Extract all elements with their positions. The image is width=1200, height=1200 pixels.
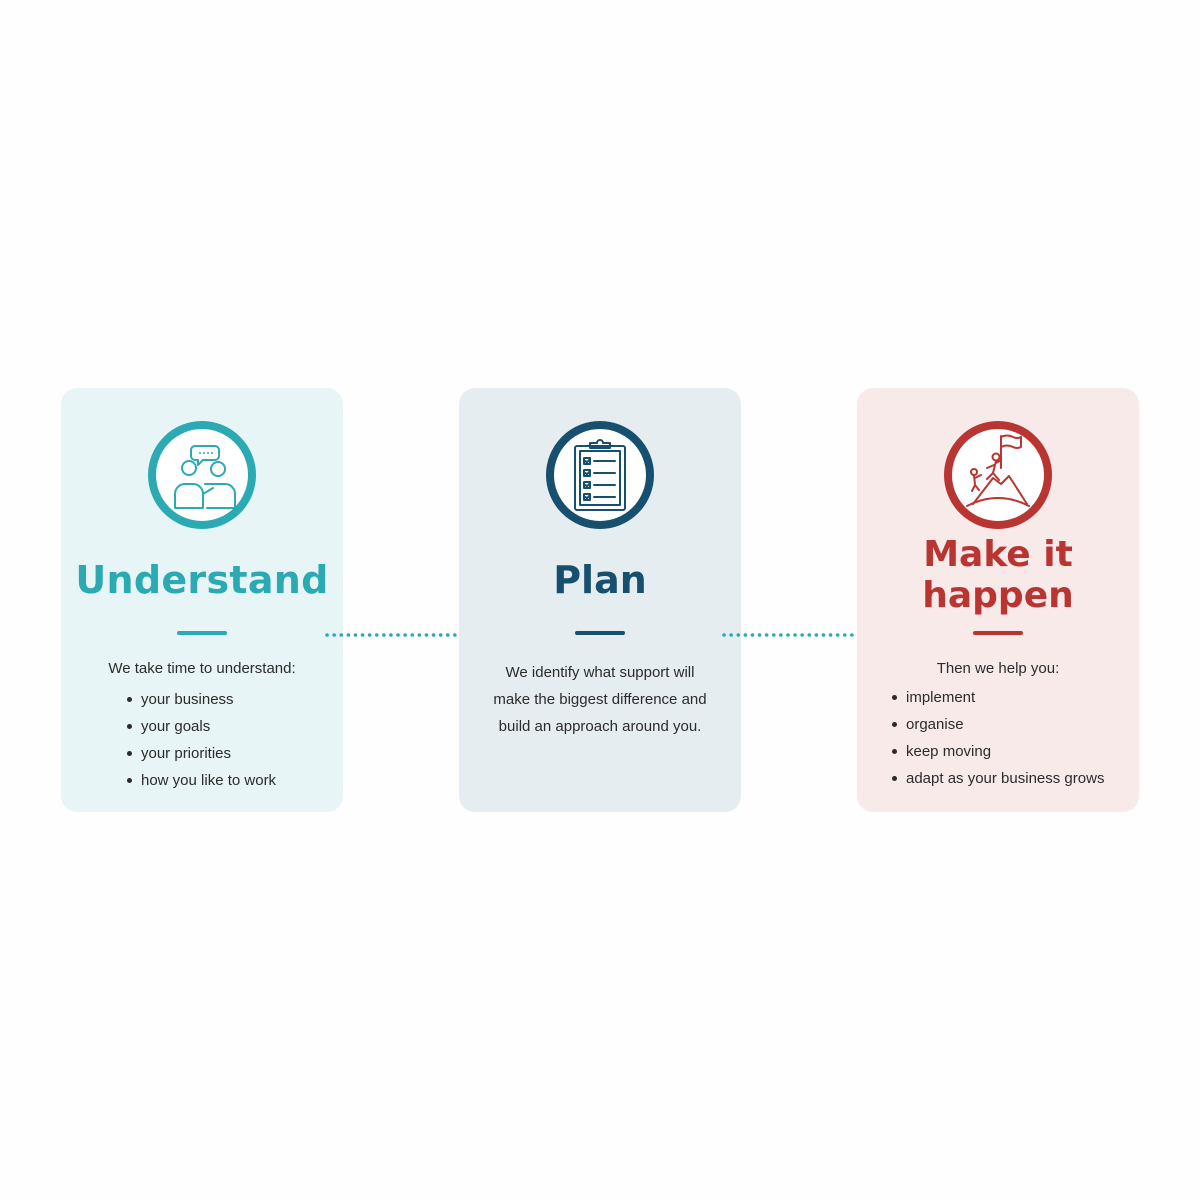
step-title-line-1: Make it [923,534,1073,575]
mountain-climber-flag-icon [943,420,1053,530]
list-item: keep moving [892,738,1104,765]
step-card-understand: Understand We take time to understand: y… [61,388,343,812]
step-intro: Then we help you: [936,660,1060,677]
clipboard-checklist-icon [545,420,655,530]
list-item: organise [892,711,1104,738]
step-description: We identify what support will make the b… [493,664,707,735]
list-item: how you like to work [127,767,276,794]
title-underline [177,631,227,635]
two-people-chat-icon [147,420,257,530]
list-item: your business [127,686,276,713]
list-item: implement [892,684,1104,711]
list-item: adapt as your business grows [892,765,1104,792]
step-card-plan: Plan We identify what support will make … [459,388,741,812]
step-card-make-it-happen: Make it happen Then we help you: impleme… [857,388,1139,812]
list-item: your priorities [127,740,276,767]
step-title: Make it happen [857,534,1139,616]
step-intro: We take time to understand: [108,660,296,677]
step-title: Plan [553,558,647,602]
title-underline [575,631,625,635]
step-bullet-list: your business your goals your priorities… [127,686,276,794]
title-underline [973,631,1023,635]
step-title-line-2: happen [922,575,1074,616]
step-bullet-list: implement organise keep moving adapt as … [892,684,1104,792]
step-title: Understand [75,558,329,602]
list-item: your goals [127,713,276,740]
